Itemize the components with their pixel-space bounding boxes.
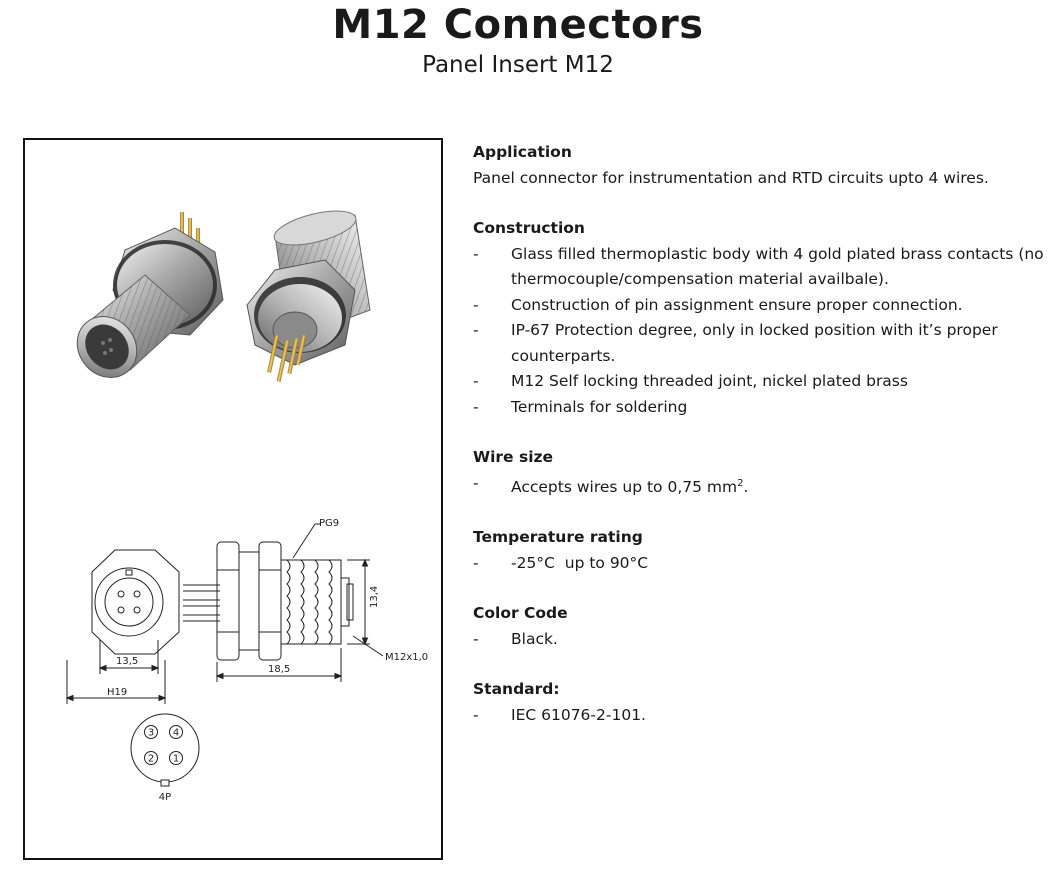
list-item: - Black. xyxy=(473,627,1053,653)
bullet-dash: - xyxy=(473,372,479,390)
application-heading: Application xyxy=(473,143,572,161)
bullet-dash: - xyxy=(473,295,479,314)
pin-layout-diagram xyxy=(130,713,200,787)
dim-13-4-label: 13,4 xyxy=(369,586,380,608)
drawing-side-view xyxy=(183,523,384,682)
bullet-dash: - xyxy=(473,473,479,492)
temperature-list: - -25°C up to 90°C xyxy=(473,551,1053,577)
construction-item-text: IP-67 Protection degree, only in locked … xyxy=(511,321,998,365)
temperature-text: -25°C up to 90°C xyxy=(511,553,649,572)
list-item: - Construction of pin assignment ensure p… xyxy=(473,293,1053,319)
standard-list: - IEC 61076-2-101. xyxy=(473,703,1053,729)
color-code-section: Color Code - Black. xyxy=(473,601,1053,652)
construction-item-text: Glass filled thermoplastic body with 4 g… xyxy=(511,244,1044,289)
wire-size-heading: Wire size xyxy=(473,448,554,466)
construction-heading: Construction xyxy=(473,219,585,237)
list-item: - M12 Self locking threaded joint, nickel… xyxy=(473,369,1053,395)
pin-1-label: 1 xyxy=(173,754,179,765)
pin-config-label: 4P xyxy=(159,792,171,803)
application-section: Application Panel connector for instrume… xyxy=(473,140,1053,191)
pin-3-label: 3 xyxy=(148,728,154,739)
bullet-dash: - xyxy=(473,553,479,572)
bullet-dash: - xyxy=(473,321,479,339)
drawing-front-view xyxy=(65,549,180,704)
standard-text: IEC 61076-2-101. xyxy=(511,705,646,724)
application-text: Panel connector for instrumentation and … xyxy=(473,168,989,187)
list-item: - Accepts wires up to 0,75 mm2. xyxy=(473,471,1053,501)
pg9-label: PG9 xyxy=(319,518,339,529)
wire-size-end: . xyxy=(743,477,749,496)
standard-heading: Standard: xyxy=(473,680,560,699)
product-figure-frame: 13,5 H19 xyxy=(23,138,443,860)
list-item: - Glass filled thermoplastic body with 4 … xyxy=(473,242,1053,293)
construction-section: Construction - Glass filled thermoplastic… xyxy=(473,216,1053,420)
standard-section: Standard: - IEC 61076-2-101. xyxy=(473,677,1053,728)
construction-list: - Glass filled thermoplastic body with 4 … xyxy=(473,242,1053,421)
construction-item-text: Terminals for soldering xyxy=(511,397,688,416)
bullet-dash: - xyxy=(473,244,479,263)
list-item: - -25°C up to 90°C xyxy=(473,551,1053,577)
spec-panel: Application Panel connector for instrume… xyxy=(473,140,1053,753)
wire-size-list: - Accepts wires up to 0,75 mm2. xyxy=(473,471,1053,501)
list-item: - IP-67 Protection degree, only in locked… xyxy=(473,318,1053,369)
list-item: - IEC 61076-2-101. xyxy=(473,703,1053,729)
bullet-dash: - xyxy=(473,705,479,724)
bullet-dash: - xyxy=(473,629,479,648)
construction-item-text: Construction of pin assignment ensure pr… xyxy=(511,295,963,314)
pin-2-label: 2 xyxy=(148,754,154,765)
temperature-section: Temperature rating - -25°C up to 90°C xyxy=(473,525,1053,576)
dim-13-5-label: 13,5 xyxy=(116,656,138,667)
temperature-heading: Temperature rating xyxy=(473,528,643,547)
connector-photo-right xyxy=(246,210,371,382)
thread-label: M12x1,0 xyxy=(385,652,428,663)
page-subtitle: Panel Insert M12 xyxy=(422,52,614,78)
dim-h19-label: H19 xyxy=(107,687,127,698)
connector-photo-left xyxy=(76,212,224,378)
wire-size-superscript: 2 xyxy=(737,477,744,489)
page-title: M12 Connectors xyxy=(332,2,704,48)
wire-size-section: Wire size - Accepts wires up to 0,75 mm2. xyxy=(473,445,1053,500)
list-item: - Terminals for soldering xyxy=(473,395,1053,421)
wire-size-text: Accepts wires up to 0,75 mm xyxy=(511,477,738,496)
color-code-list: - Black. xyxy=(473,627,1053,653)
bullet-dash: - xyxy=(473,397,479,416)
dim-18-5-label: 18,5 xyxy=(268,664,290,675)
product-figure: 13,5 H19 xyxy=(65,210,428,803)
color-code-heading: Color Code xyxy=(473,604,568,623)
construction-item-text: M12 Self locking threaded joint, nickel … xyxy=(511,372,908,390)
color-code-text: Black. xyxy=(511,629,558,648)
pin-4-label: 4 xyxy=(173,728,179,739)
